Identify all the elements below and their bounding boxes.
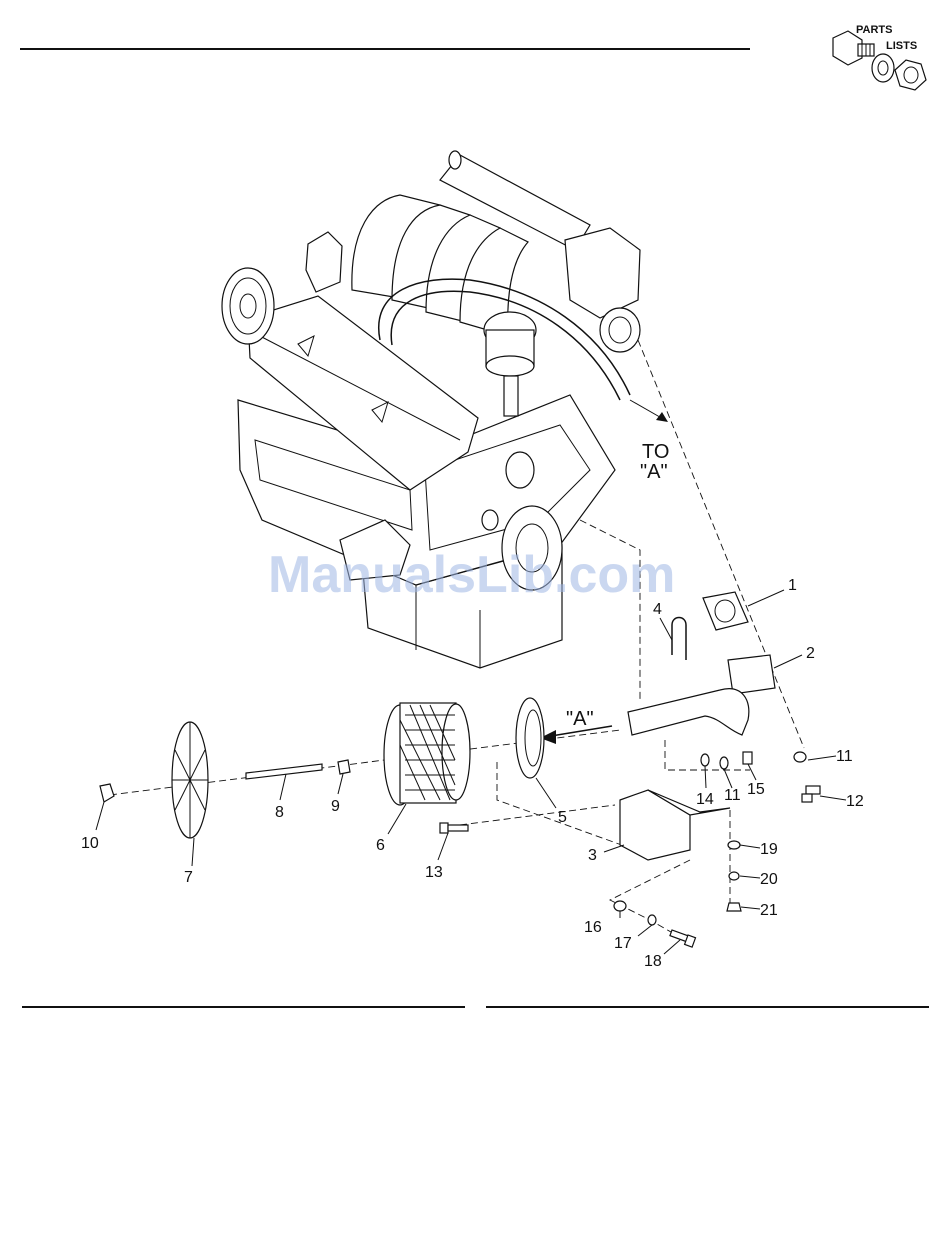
- part-nut: [338, 760, 350, 774]
- part-label: 17: [614, 935, 632, 952]
- part-washer-14: [701, 754, 709, 766]
- bolt-washer-nut-icon: PARTS LISTS: [833, 24, 926, 90]
- part-filter-element: [384, 703, 470, 805]
- part-label: 1: [788, 577, 797, 594]
- part-label: 19: [760, 841, 778, 858]
- part-wing-nut: [100, 784, 114, 802]
- logo-line1: PARTS: [856, 24, 892, 36]
- part-label: 10: [81, 835, 99, 852]
- part-nut-21: [727, 903, 741, 911]
- part-nut-15: [743, 752, 752, 764]
- part-label: 12: [846, 793, 864, 810]
- logo-line2: LISTS: [886, 40, 917, 52]
- part-label: 11: [836, 748, 853, 765]
- a-marker-label: "A": [566, 708, 594, 730]
- part-washer-16: [614, 901, 626, 911]
- part-washer-19: [728, 841, 740, 849]
- part-label: 18: [644, 953, 662, 970]
- part-label: 15: [747, 781, 765, 798]
- part-washer-11a: [794, 752, 806, 762]
- part-end-cap: [516, 698, 544, 778]
- part-label: 11: [724, 787, 741, 804]
- part-label: 14: [696, 791, 714, 808]
- watermark: ManualsLib.com: [268, 546, 675, 604]
- part-cover: [172, 722, 208, 838]
- to-a-label-line2: "A": [640, 461, 668, 483]
- part-lockwasher-20: [729, 872, 739, 880]
- part-label: 5: [558, 809, 567, 826]
- part-label: 3: [588, 847, 597, 864]
- part-label: 21: [760, 902, 778, 919]
- part-label: 8: [275, 804, 284, 821]
- part-label: 9: [331, 798, 340, 815]
- part-label: 2: [806, 645, 815, 662]
- part-gasket: [703, 592, 748, 630]
- part-label: 20: [760, 871, 778, 888]
- part-bolt-13: [440, 823, 468, 833]
- part-bolt-18: [670, 930, 696, 947]
- part-elbow-tube: [628, 655, 775, 735]
- part-u-bolt: [672, 618, 686, 661]
- part-label: 7: [184, 869, 193, 886]
- part-lockwasher-17: [648, 915, 656, 925]
- part-label: 16: [584, 919, 602, 936]
- part-label: 13: [425, 864, 443, 881]
- to-a-label-line1: TO: [642, 441, 669, 463]
- part-label: 6: [376, 837, 385, 854]
- part-threaded-rod: [246, 764, 322, 779]
- part-washer-11b: [720, 757, 728, 769]
- part-screw-12: [802, 786, 820, 802]
